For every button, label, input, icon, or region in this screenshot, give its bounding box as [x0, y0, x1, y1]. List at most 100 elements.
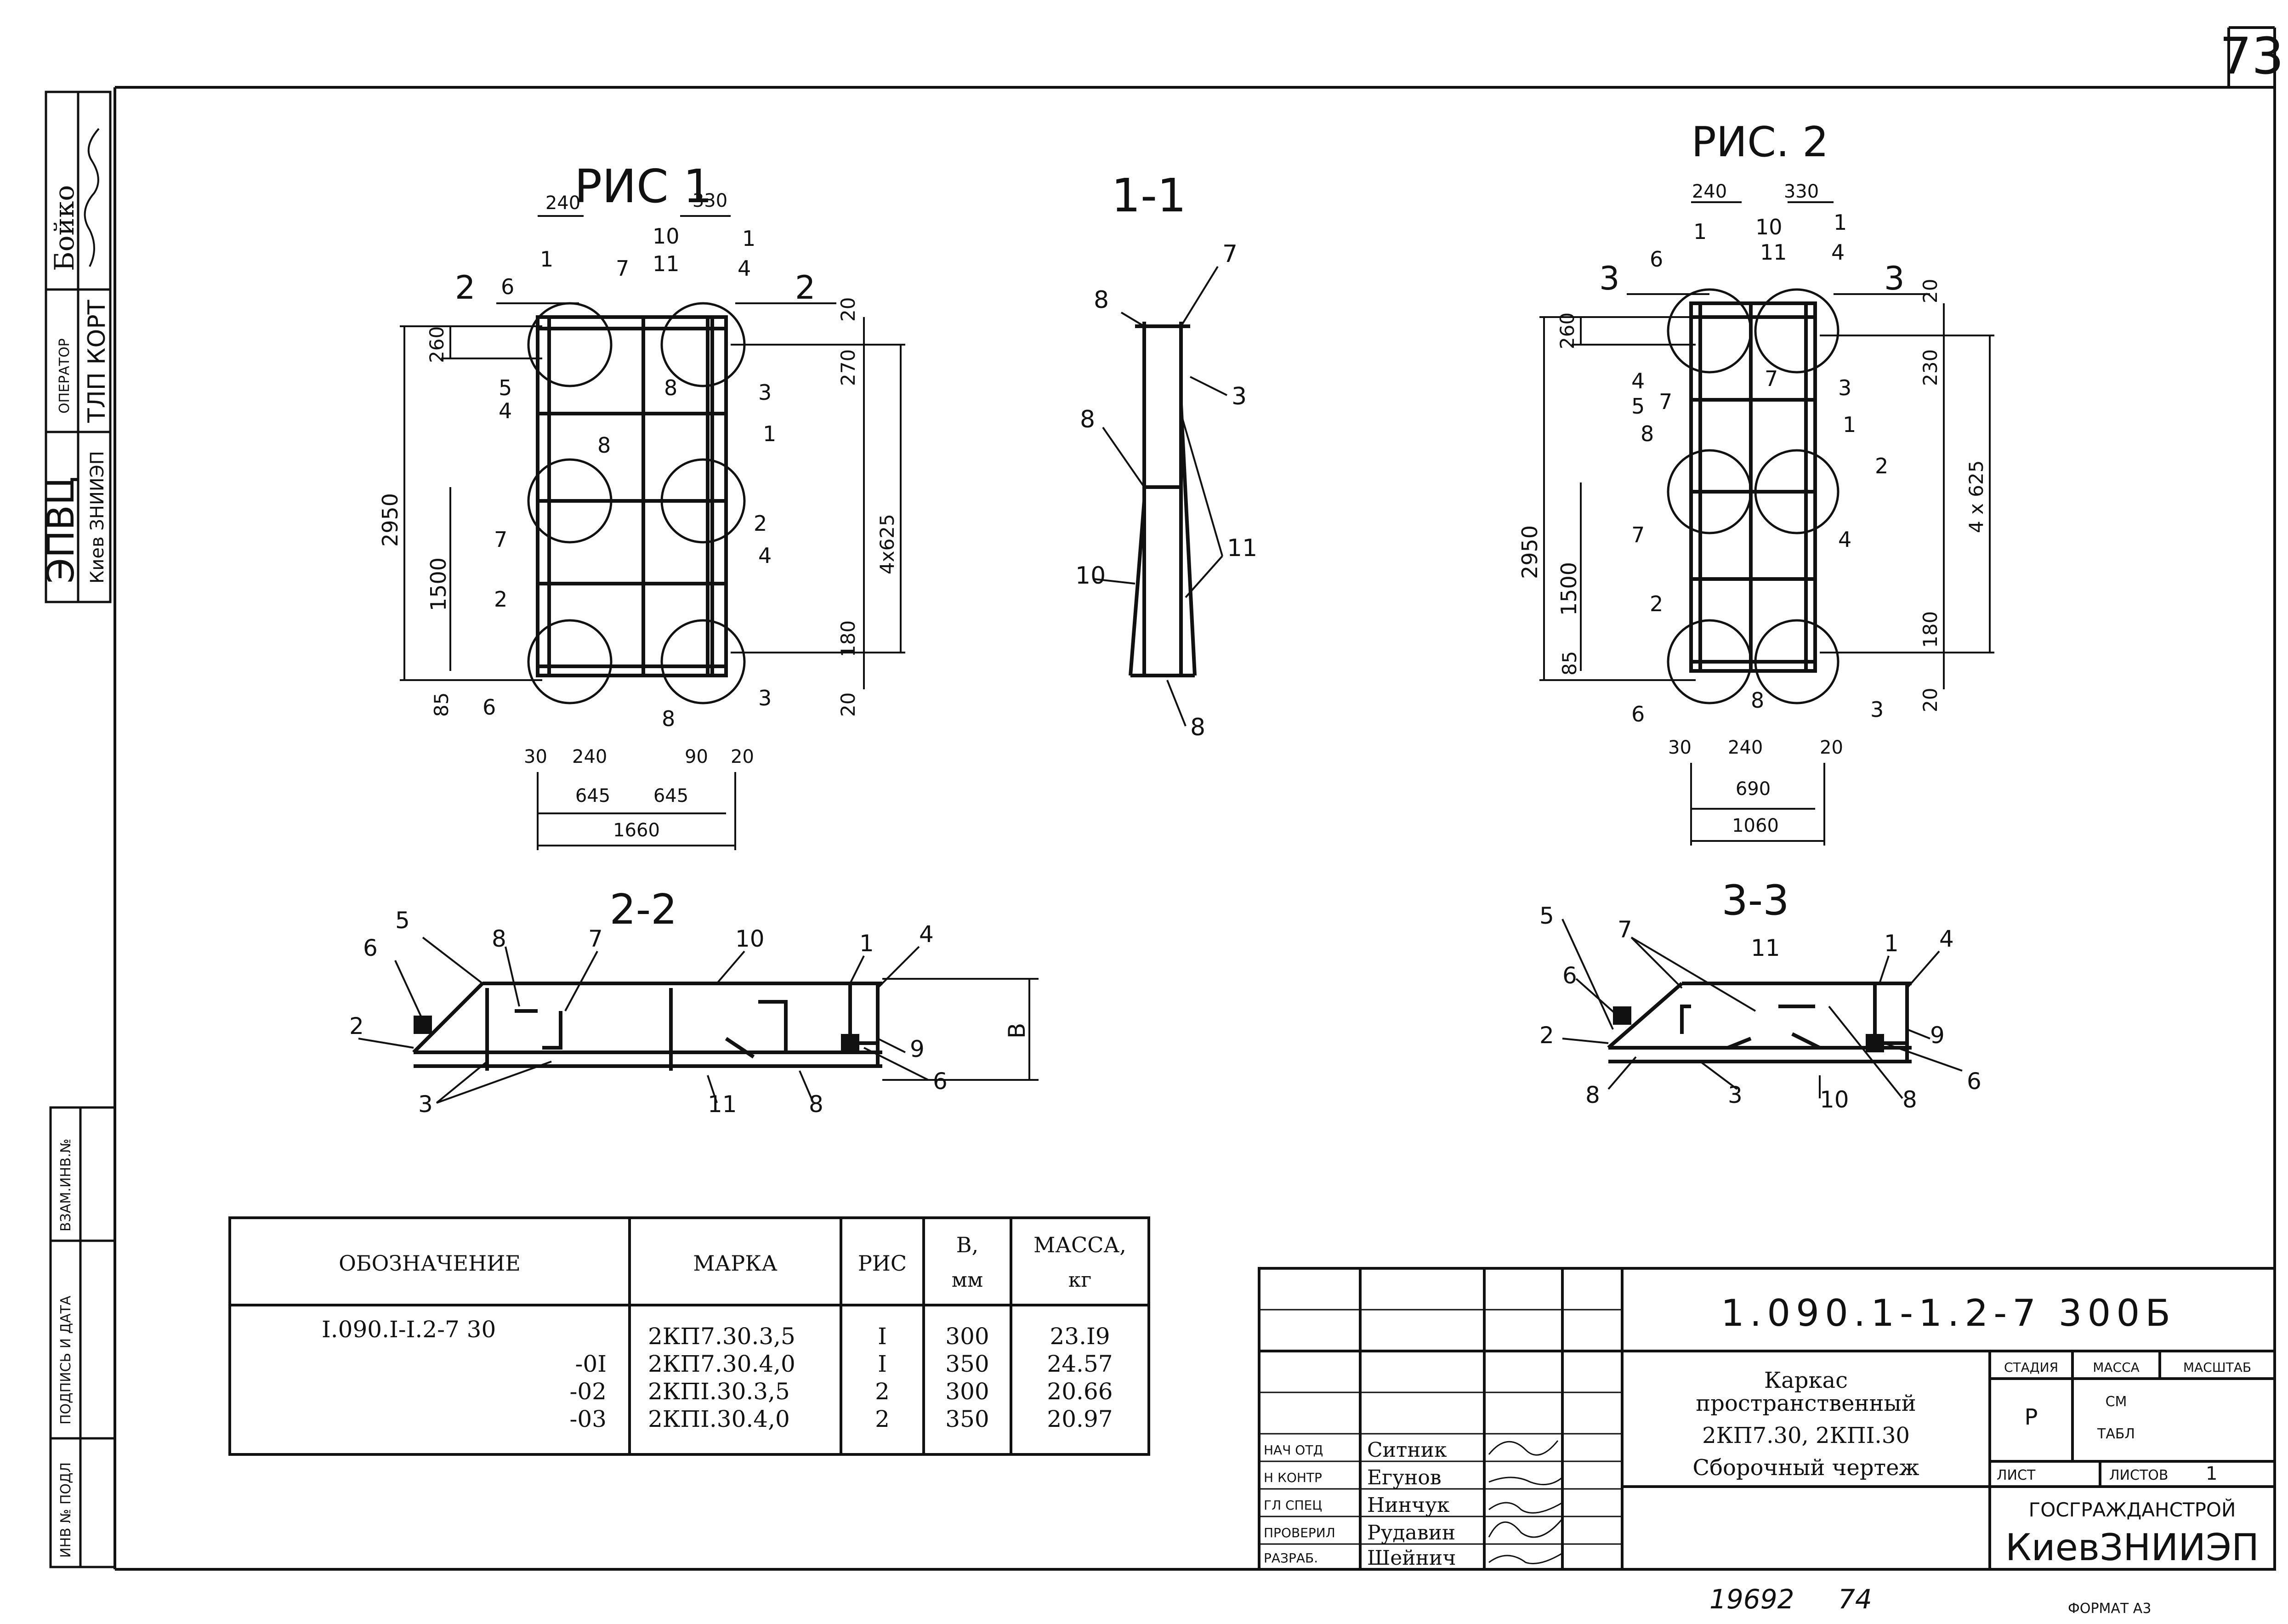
sec11-title: 1-1	[1111, 169, 1186, 222]
sec33-mark-4: 4	[1939, 926, 1954, 952]
spec-header-ris: РИС	[858, 1251, 907, 1276]
fig1-dim-645-a: 645	[575, 785, 610, 806]
spec-header-marka: МАРКА	[693, 1251, 777, 1276]
sec11-mark-8-mid: 8	[1080, 406, 1095, 433]
fig2-mark-3-top: 3	[1838, 375, 1851, 400]
tb-stage-label: СТАДИЯ	[2004, 1360, 2058, 1375]
sec22-mark-1: 1	[859, 930, 874, 957]
sec22: 2-2	[349, 886, 1039, 1118]
fig1-dim-1500: 1500	[426, 557, 451, 611]
tb-role-name: Нинчук	[1367, 1493, 1450, 1517]
fig1-mark-2-low: 2	[494, 587, 507, 612]
fig2-dim-260: 260	[1556, 312, 1578, 349]
tb-mass-value-2: ТАБЛ	[2097, 1426, 2135, 1442]
fig2-mark-10: 10	[1755, 215, 1783, 239]
sec22-mark-6-right: 6	[933, 1068, 948, 1095]
field-vzam: ВЗАМ.ИНВ.№	[58, 1139, 74, 1232]
fig1-mark-4-top: 4	[738, 256, 751, 281]
fig2-mark-11: 11	[1760, 240, 1787, 265]
field-podpis: ПОДПИСЬ И ДАТА	[58, 1295, 74, 1425]
tb-signatures	[1488, 1440, 1563, 1564]
sec22-marks: 5 6 8 7 10 1 4 2 3 11 8 9 6 В	[349, 907, 1030, 1118]
stamp-signature	[84, 128, 100, 267]
stamp-org-big: ЭПВЦ	[40, 477, 82, 584]
sec33-mark-6-right: 6	[1967, 1068, 1981, 1095]
spec-cell-massa: 20.66	[1047, 1378, 1113, 1405]
spec-cell-marka: 2КП7.30.4,0	[648, 1351, 795, 1377]
footer-format: ФОРМАТ А3	[2068, 1601, 2151, 1617]
sec22-mark-5: 5	[395, 907, 410, 934]
tb-role: ГЛ СПЕЦ	[1264, 1498, 1322, 1513]
fig1-mark-8-bot: 8	[662, 706, 675, 731]
sec33: 3-3	[1539, 876, 1981, 1113]
fig1-mark-3-top: 3	[758, 380, 772, 405]
footer-num1: 19692	[1709, 1584, 1794, 1615]
footer-num2: 74	[1838, 1584, 1872, 1615]
sec11: 1-1 7 8 3 8 10 11 8	[1075, 169, 1257, 741]
sec22-mark-2: 2	[349, 1013, 364, 1039]
sec33-mark-1: 1	[1884, 930, 1899, 957]
spec-header-b-unit: мм	[952, 1268, 983, 1292]
sec33-mark-3: 3	[1728, 1082, 1743, 1108]
sec33-mark-11: 11	[1751, 935, 1780, 961]
fig2-mark-8-mid: 8	[1641, 421, 1654, 446]
fig2-mark-7-mid: 7	[1631, 522, 1645, 547]
fig2-dim-lines	[1539, 201, 1994, 846]
spec-cell-oboz: I.090.I-I.2-7 30	[322, 1316, 496, 1343]
spec-cell-marka: 2КПI.30.3,5	[648, 1378, 790, 1405]
fig2-dim-690: 690	[1736, 778, 1771, 800]
spec-cell-oboz: -0I	[575, 1351, 607, 1377]
fig1-dim-645-b: 645	[653, 785, 688, 806]
fig2-dim-20-bot: 20	[1820, 737, 1843, 758]
sec11-mark-11: 11	[1227, 534, 1257, 562]
fig1-mark-4-left: 4	[499, 398, 512, 423]
sec11-body	[1129, 322, 1197, 677]
spec-cell-marka: 2КПI.30.4,0	[648, 1406, 790, 1432]
sec33-mark-9: 9	[1930, 1022, 1945, 1049]
spec-cell-oboz: -02	[569, 1378, 607, 1405]
fig2-mark-3-bot: 3	[1870, 697, 1884, 722]
fig1-mark-6-top: 6	[501, 274, 514, 299]
spec-cell-b: 300	[945, 1378, 989, 1405]
fig2-mark-2-right: 2	[1875, 454, 1888, 478]
fig2-mark-1-mid: 1	[1843, 412, 1856, 437]
fig2-mark-7-left: 7	[1659, 389, 1672, 414]
fig2-title: РИС. 2	[1692, 118, 1829, 166]
sec11-mark-8-top: 8	[1094, 286, 1109, 314]
fig1-mark-2-mid: 2	[754, 511, 767, 536]
side-fields	[49, 1106, 116, 1568]
spec-cell-oboz: -03	[569, 1406, 607, 1432]
tb-mass-value-1: СМ	[2106, 1394, 2127, 1410]
tb-org1: ГОСГРАЖДАНСТРОЙ	[2029, 1498, 2236, 1521]
doc-code: 1.090.1-1.2-7 300Б	[1721, 1292, 2176, 1334]
sec22-mark-6-left: 6	[363, 935, 378, 961]
tb-sheet-label: ЛИСТ	[1997, 1467, 2036, 1483]
spec-cell-b: 350	[945, 1351, 989, 1377]
fig1-mark-8-top: 8	[664, 375, 677, 400]
fig2-dim-30: 30	[1668, 737, 1692, 758]
spec-cell-massa: 23.I9	[1050, 1323, 1110, 1350]
tb-role-name: Шейнич	[1367, 1546, 1456, 1570]
fig1-marks: 1 1 2 2 6 7 10 11 4 5 4 8 3 1 8 7 2 4 2 …	[455, 224, 816, 731]
table-row: -03 2КПI.30.4,0 2 350 20.97	[569, 1406, 1113, 1432]
doc-name-line1: Каркас	[1764, 1368, 1848, 1393]
sec33-mark-6-left: 6	[1562, 962, 1577, 989]
fig1-dim-30: 30	[524, 746, 547, 767]
sec33-mark-8-left: 8	[1585, 1082, 1600, 1108]
sec11-mark-3: 3	[1232, 383, 1247, 410]
spec-rows: I.090.I-I.2-7 30 2КП7.30.3,5 I 300 23.I9…	[322, 1316, 1113, 1432]
fig1-dim-1660: 1660	[613, 820, 660, 841]
fig1-dim-4x625: 4x625	[876, 514, 898, 574]
fig1-mark-7-mid: 7	[494, 527, 507, 552]
fig2-dim-240-bot: 240	[1728, 737, 1763, 758]
spec-cell-ris: 2	[875, 1378, 890, 1405]
fig1-mark-2-right: 2	[795, 269, 816, 307]
sec22-mark-8-bot: 8	[809, 1091, 823, 1118]
fig2-dim-240-top: 240	[1692, 181, 1727, 202]
sec22-mark-3: 3	[418, 1091, 433, 1118]
sec33-marks: 5 7 11 1 4 6 2 9 8 3 10 8 6	[1539, 903, 1981, 1113]
tb-role-name: Рудавин	[1367, 1521, 1455, 1545]
fig1-dim-240-top: 240	[545, 193, 580, 214]
fig2: РИС. 2	[1517, 118, 1994, 846]
